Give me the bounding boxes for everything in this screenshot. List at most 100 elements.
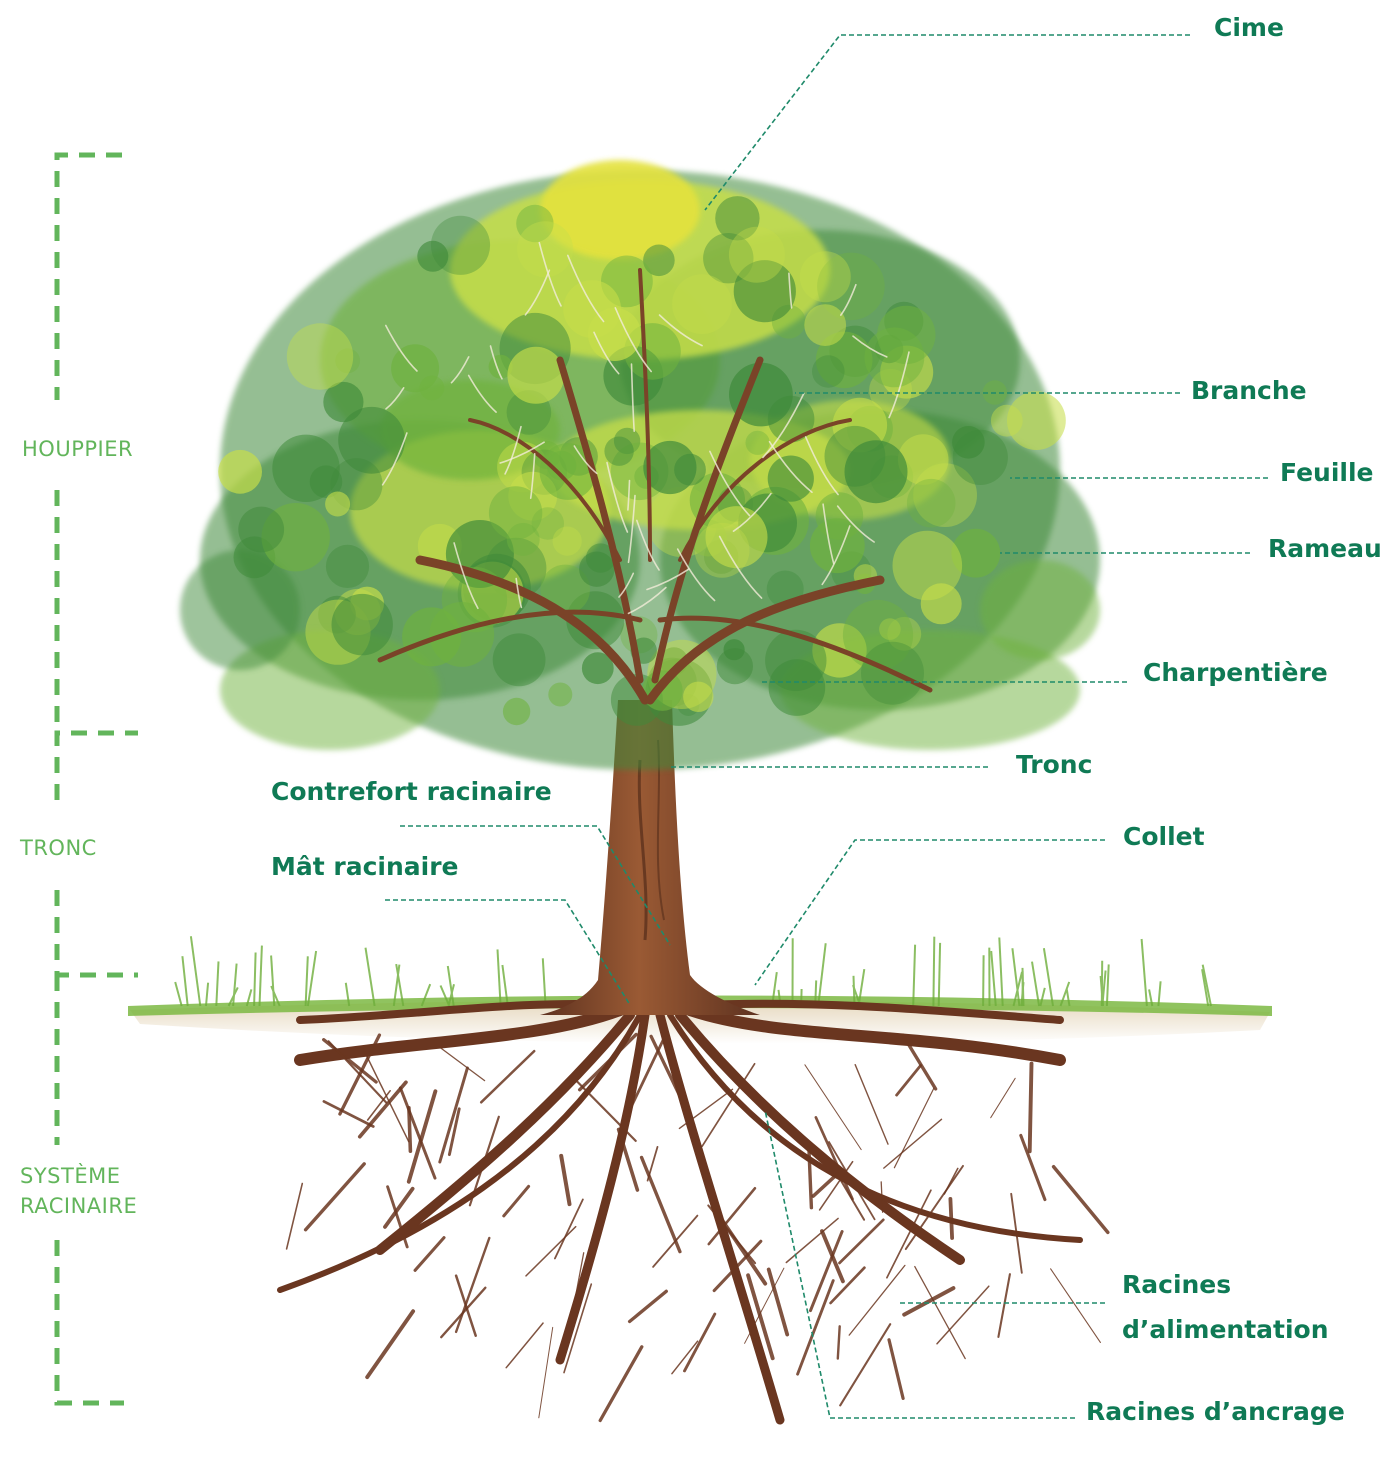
rootlet xyxy=(306,1164,365,1230)
rootlet xyxy=(653,1216,697,1267)
grass-blade xyxy=(939,943,940,1006)
leaf-cluster xyxy=(579,552,614,587)
grass-blade xyxy=(854,976,855,1006)
leaf-cluster xyxy=(746,431,770,455)
label-tronc: Tronc xyxy=(1016,749,1092,780)
rootlet xyxy=(944,1168,957,1194)
grass-blade xyxy=(260,946,262,1006)
section-crown: HOUPPIER xyxy=(22,434,133,464)
grass-blade xyxy=(983,955,984,1006)
rootlet xyxy=(1054,1167,1108,1233)
leaf-cluster xyxy=(604,437,633,466)
rootlet xyxy=(950,1199,952,1238)
section-roots-line1: SYSTÈME xyxy=(20,1161,137,1191)
leaf-cluster xyxy=(683,682,713,712)
grass-blade xyxy=(271,956,274,1007)
rootlet xyxy=(415,1238,444,1271)
grass-blade xyxy=(308,951,316,1006)
leaf-cluster xyxy=(768,456,814,502)
rootlet xyxy=(561,1156,569,1204)
grass-blade xyxy=(999,938,1002,1007)
grass-blade xyxy=(1044,948,1053,1006)
trunk-bracket-top xyxy=(57,733,138,800)
rootlet xyxy=(998,1274,1010,1337)
leaf-cluster xyxy=(503,698,530,725)
rootlet xyxy=(805,1065,861,1150)
label-collet: Collet xyxy=(1123,821,1205,852)
rootlet xyxy=(1030,1064,1032,1152)
leader-cime xyxy=(705,35,1190,210)
leaf-cluster xyxy=(326,545,369,588)
rootlet xyxy=(504,1186,529,1216)
leaf-cluster xyxy=(218,450,262,494)
grass-blade xyxy=(182,956,187,1006)
section-roots-line2: RACINAIRE xyxy=(20,1191,137,1221)
rootlet xyxy=(1051,1269,1101,1343)
rootlet xyxy=(506,1323,543,1368)
leaf-cluster xyxy=(431,216,490,275)
leaf-cluster xyxy=(420,376,445,401)
grass-blade xyxy=(913,945,915,1006)
grass-blade xyxy=(175,982,182,1006)
rootlet xyxy=(838,1326,840,1358)
leaf-cluster xyxy=(238,507,284,553)
grass-blade xyxy=(191,936,200,1006)
leaf-cluster xyxy=(553,527,582,556)
grass-blade xyxy=(366,948,375,1006)
label-feuille: Feuille xyxy=(1280,457,1373,488)
label-alimentation-line2: d’alimentation xyxy=(1122,1307,1329,1352)
leaf-cluster xyxy=(717,648,753,684)
rootlet xyxy=(642,1158,680,1252)
label-charpentiere: Charpentière xyxy=(1143,657,1328,688)
rootlet xyxy=(889,1340,903,1399)
label-alimentation-line1: Racines xyxy=(1122,1262,1329,1307)
leaf-cluster xyxy=(812,355,845,388)
leaf-cluster xyxy=(548,683,572,707)
leaf-cluster xyxy=(489,486,542,539)
rootlet xyxy=(915,1267,965,1359)
leaf-cluster xyxy=(816,492,864,540)
label-rameau: Rameau xyxy=(1268,533,1382,564)
rootlet xyxy=(367,1311,413,1377)
rootlet xyxy=(630,1291,667,1321)
foliage-blob xyxy=(980,560,1100,660)
leaf-cluster xyxy=(907,479,956,528)
rootlet xyxy=(481,1051,534,1102)
leaf-cluster xyxy=(507,347,564,404)
rootlet xyxy=(829,1142,875,1219)
crown-bracket-top xyxy=(57,155,122,400)
rootlet xyxy=(440,1068,468,1162)
rootlet xyxy=(439,1047,485,1081)
grass-blade xyxy=(933,937,934,1006)
rootlet xyxy=(1021,1135,1045,1199)
trunk-bracket-bottom xyxy=(57,890,138,975)
grass-blade xyxy=(233,964,237,1006)
rootlet xyxy=(897,1066,921,1096)
rootlet xyxy=(884,1119,942,1168)
label-ancrage: Racines d’ancrage xyxy=(1086,1396,1345,1427)
leaf-cluster xyxy=(952,426,985,459)
rootlet xyxy=(831,1268,865,1303)
rootlet xyxy=(840,1220,884,1263)
leaf-cluster xyxy=(800,251,851,302)
leader-collet xyxy=(755,840,1105,985)
leaf-cluster xyxy=(865,328,925,388)
leaf-cluster xyxy=(672,274,732,334)
rootlet xyxy=(400,1088,435,1178)
leaf-cluster xyxy=(804,304,846,346)
rootlet xyxy=(456,1238,489,1332)
rootlet xyxy=(648,1147,658,1181)
leaf-cluster xyxy=(921,583,962,624)
grass-blade xyxy=(206,983,208,1006)
rootlet xyxy=(855,1065,888,1144)
rootlet xyxy=(539,1327,553,1417)
label-mat: Mât racinaire xyxy=(271,851,459,882)
grass-blade xyxy=(216,961,218,1006)
leaf-cluster xyxy=(991,405,1023,437)
rootlet xyxy=(287,1184,303,1249)
rootlet xyxy=(526,1227,576,1276)
rootlet xyxy=(894,1088,934,1168)
grass-blade xyxy=(1142,939,1147,1006)
